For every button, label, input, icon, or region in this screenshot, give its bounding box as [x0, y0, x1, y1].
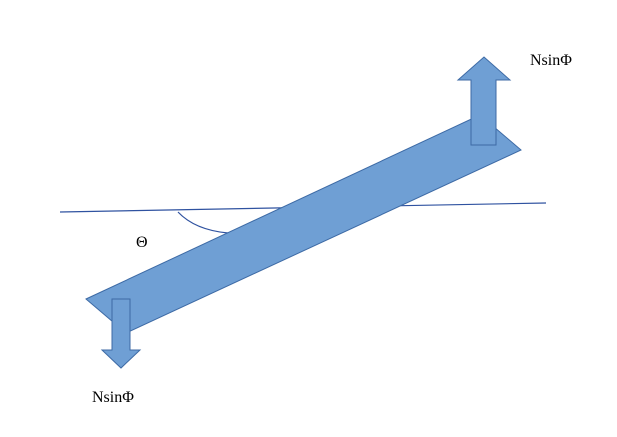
bottom-force-label: NsinΦ: [92, 389, 134, 406]
angle-arc: [177, 211, 229, 234]
down-force-arrow: [100, 298, 142, 369]
top-force-label: NsinΦ: [530, 52, 572, 69]
up-force-arrow: [456, 56, 512, 146]
tilted-bar: [85, 114, 522, 334]
angle-label: Θ: [136, 234, 148, 251]
